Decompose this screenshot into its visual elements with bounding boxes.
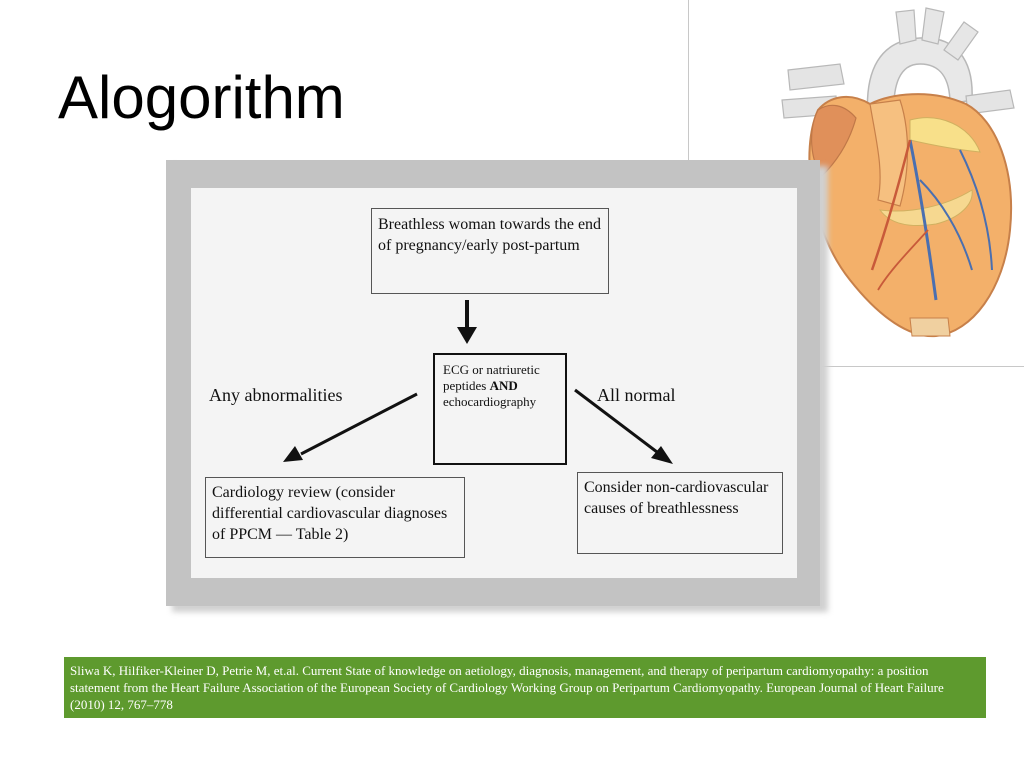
flowchart-outcome-cardiology: Cardiology review (consider differential… — [205, 477, 465, 558]
divider-horizontal — [688, 366, 1024, 367]
flowchart-test-box: ECG or natriuretic peptides AND echocard… — [433, 353, 567, 465]
algorithm-figure: Breathless woman towards the end of preg… — [166, 160, 820, 606]
anatomical-heart-icon — [781, 7, 1015, 338]
flowchart-outcome-noncardiac: Consider non-cardiovascular causes of br… — [577, 472, 783, 554]
flowchart-start-box: Breathless woman towards the end of preg… — [371, 208, 609, 294]
flowchart-arrows — [283, 300, 673, 464]
arrow-test-to-left — [283, 392, 418, 462]
test-box-text-bold: AND — [489, 378, 518, 393]
test-box-text-2: echocardiography — [443, 394, 537, 409]
slide-title: Alogorithm — [58, 64, 345, 131]
citation-box: Sliwa K, Hilfiker-Kleiner D, Petrie M, e… — [64, 657, 986, 718]
test-box-text-1: ECG or natriuretic peptides — [443, 362, 540, 393]
algorithm-figure-panel: Breathless woman towards the end of preg… — [191, 188, 797, 578]
branch-label-normal: All normal — [597, 385, 676, 405]
arrow-start-to-test — [457, 300, 477, 344]
branch-label-abnormal: Any abnormalities — [209, 385, 343, 405]
arrow-test-to-right — [574, 388, 673, 464]
